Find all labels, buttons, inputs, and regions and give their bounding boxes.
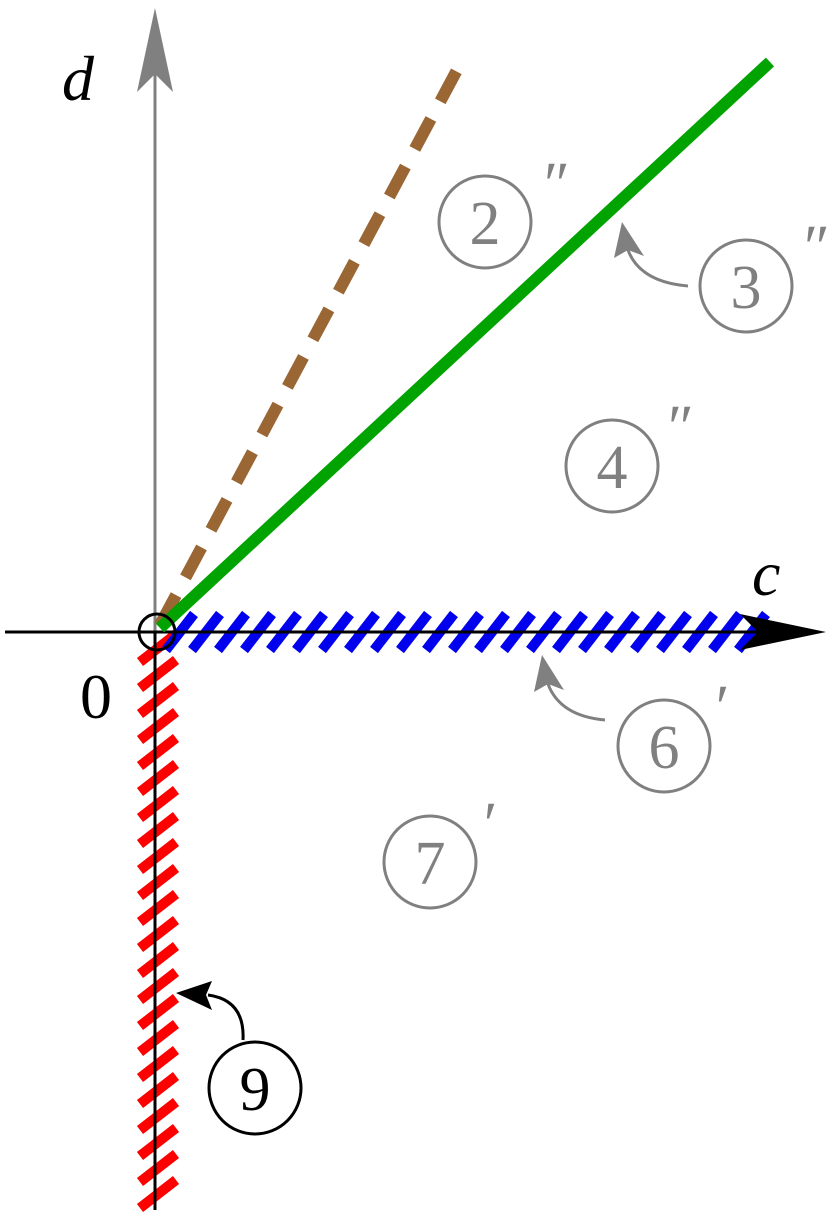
red-hatch-mark	[136, 656, 180, 692]
red-hatch-mark	[136, 1020, 180, 1056]
red-hatch-mark	[136, 890, 180, 926]
region-6-prime: ′	[712, 674, 727, 742]
region-9-label: 9	[176, 981, 303, 1136]
region-6-label: 6 ′	[534, 655, 727, 794]
red-hatch-mark	[136, 682, 180, 718]
region-6-number: 6	[649, 714, 680, 782]
red-hatch-mark	[136, 1098, 180, 1134]
red-hatch-mark	[136, 760, 180, 796]
red-hatch-mark	[136, 1124, 180, 1160]
region-9-number: 9	[240, 1056, 271, 1124]
region-7-number: 7	[415, 830, 446, 898]
region-9-arrowhead	[176, 981, 212, 1010]
red-hatch-mark	[136, 916, 180, 952]
region-3-pointer-arrow	[626, 249, 689, 288]
region-9-pointer-arrow	[207, 993, 245, 1041]
origin-marker	[137, 612, 177, 652]
d-axis-arrowhead	[137, 8, 173, 92]
red-hatch-mark	[136, 786, 180, 822]
region-3-prime: ″	[800, 214, 827, 282]
c-axis-arrowhead	[740, 614, 826, 650]
red-hatch-mark	[136, 812, 180, 848]
red-hatch-mark	[136, 942, 180, 978]
red-hatch-mark	[136, 1046, 180, 1082]
dashed-boundary-line	[154, 54, 470, 628]
red-hatched-boundary	[136, 630, 180, 1212]
region-2-label: 2 ″	[437, 151, 567, 270]
region-7-prime: ′	[480, 791, 495, 859]
red-hatch-mark	[136, 1176, 180, 1212]
red-hatch-mark	[136, 994, 180, 1030]
region-6-pointer-arrow	[546, 683, 606, 722]
red-hatch-mark	[136, 838, 180, 874]
red-hatch-mark	[136, 864, 180, 900]
red-hatch-mark	[136, 968, 180, 1004]
region-2-number: 2	[470, 190, 501, 258]
region-7-label: 7 ′	[382, 791, 495, 910]
region-4-number: 4	[597, 434, 628, 502]
region-6-arrowhead	[534, 655, 564, 692]
region-3-number: 3	[731, 254, 762, 322]
region-3-label: 3 ″	[614, 214, 827, 334]
d-axis-label: d	[62, 43, 95, 114]
region-2-prime: ″	[540, 151, 567, 219]
red-hatch-mark	[136, 1150, 180, 1186]
red-hatch-mark	[136, 708, 180, 744]
region-3-arrowhead	[614, 222, 644, 258]
red-hatch-mark	[136, 1072, 180, 1108]
origin-label: 0	[80, 661, 112, 732]
green-boundary-line	[155, 57, 775, 633]
region-4-prime: ″	[664, 394, 691, 462]
red-hatch-mark	[136, 734, 180, 770]
c-axis-label: c	[752, 538, 780, 609]
region-4-label: 4 ″	[564, 394, 691, 514]
